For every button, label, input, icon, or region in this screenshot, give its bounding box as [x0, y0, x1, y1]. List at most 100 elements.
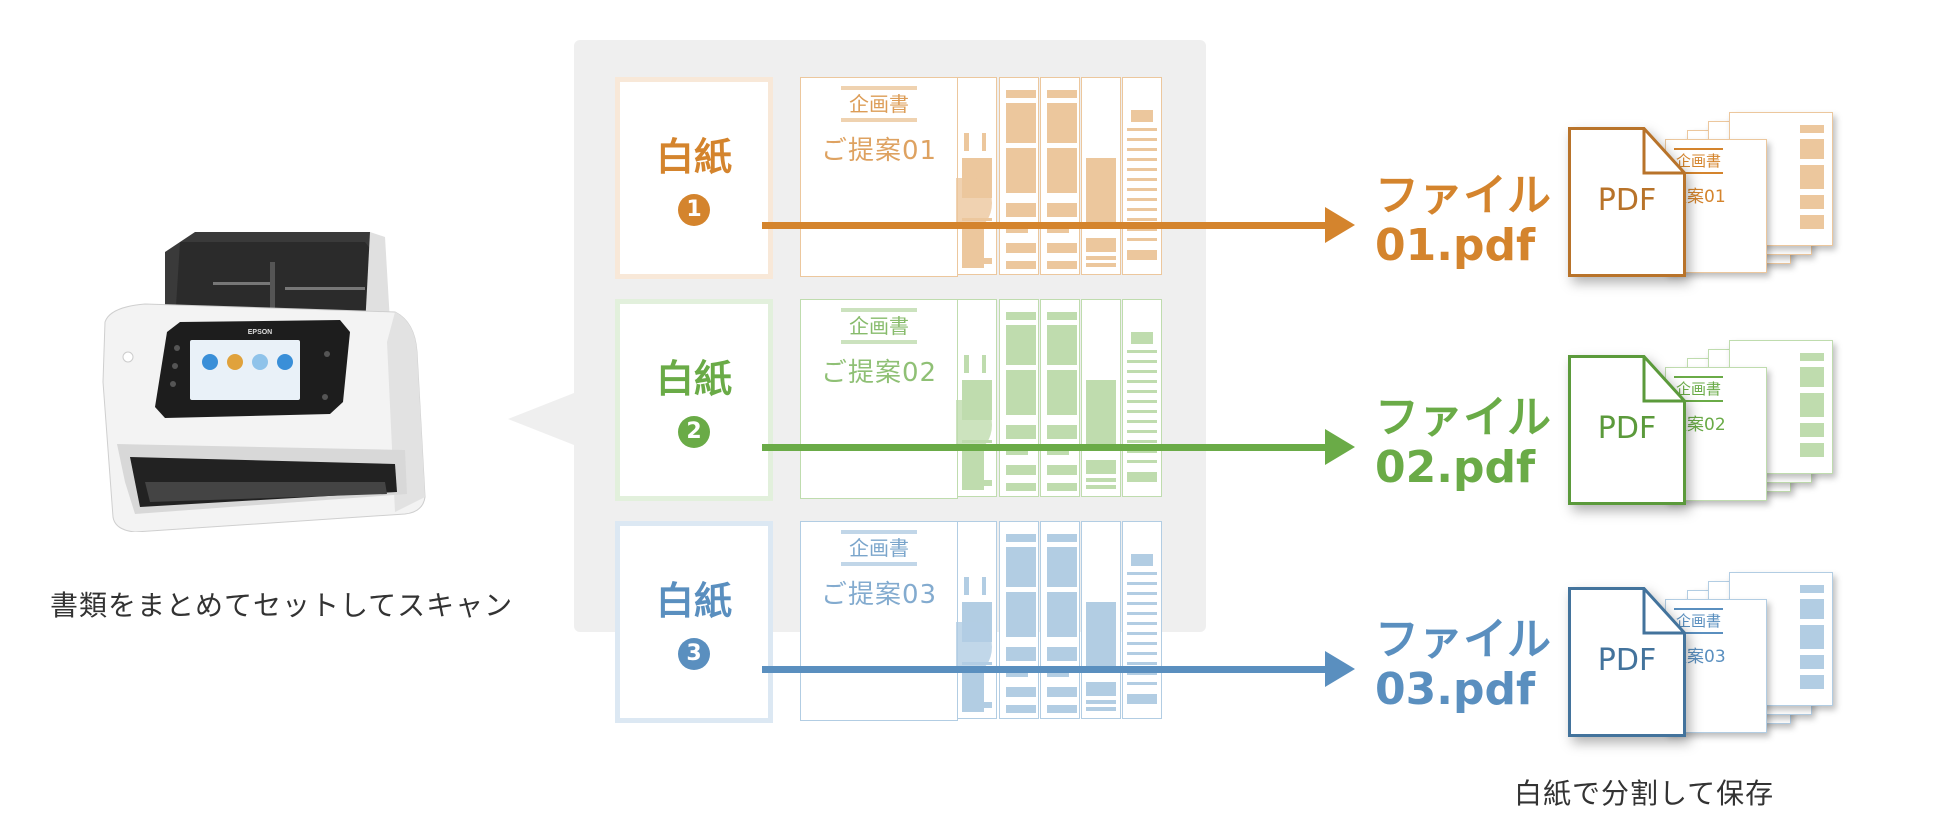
- caption-split-save: 白紙で分割して保存: [1514, 777, 1775, 810]
- document-page-strip: [1081, 77, 1121, 275]
- output-file-label: ファイル 02.pdf: [1375, 393, 1551, 493]
- document-cover-page: 企画書 ご提案03: [800, 521, 958, 721]
- page-content-block: [1127, 440, 1157, 443]
- blank-sheet-label: 白紙: [655, 135, 732, 179]
- arrow-head-icon: [1325, 429, 1355, 465]
- document-cover-page: 企画書 ご提案01: [800, 77, 958, 277]
- page-content-block: [1127, 198, 1157, 201]
- page-content-block: [1127, 450, 1157, 453]
- page-content-block: [1006, 547, 1036, 587]
- page-content-block: [1127, 632, 1157, 635]
- blank-separator-sheet: 白紙 1: [615, 77, 773, 279]
- page-content-block: [982, 133, 986, 151]
- sheet-number-badge: 2: [678, 416, 710, 448]
- page-content-block: [1047, 647, 1077, 661]
- page-content-block: [1127, 138, 1157, 141]
- page-content-block: [1127, 360, 1157, 363]
- pdf-file-group: 企画書 提案01 PDF: [1568, 112, 1868, 307]
- page-content-block: [1127, 582, 1157, 585]
- page-content-block: [1047, 203, 1077, 217]
- page-content-block: [1800, 215, 1824, 229]
- page-content-block: [962, 702, 992, 708]
- arrow-line: [762, 222, 1327, 229]
- blank-sheet-label: 白紙: [655, 579, 732, 623]
- page-content-block: [982, 577, 986, 595]
- page-content-block: [1047, 325, 1077, 365]
- document-subtitle: ご提案03: [820, 580, 938, 610]
- pie-chart-shape: [956, 400, 992, 450]
- arrow-line: [762, 666, 1327, 673]
- page-content-block: [1127, 622, 1157, 625]
- page-content-block: [1127, 612, 1157, 615]
- page-content-block: [1127, 652, 1157, 655]
- page-content-block: [1006, 261, 1036, 269]
- page-content-block: [1127, 572, 1157, 575]
- document-page-strip: [1040, 521, 1080, 719]
- page-content-block: [1047, 687, 1077, 697]
- page-content-block: [1127, 460, 1157, 463]
- document-page-strip: [999, 77, 1039, 275]
- page-content-block: [964, 577, 969, 595]
- page-content-block: [1006, 370, 1036, 415]
- page-content-block: [1006, 243, 1036, 253]
- output-file-label: ファイル 03.pdf: [1375, 615, 1551, 715]
- document-title: 企画書: [841, 530, 917, 566]
- page-content-block: [1800, 353, 1824, 361]
- page-content-block: [1047, 148, 1077, 193]
- pdf-file-icon: PDF: [1568, 127, 1686, 277]
- page-content-block: [1127, 128, 1157, 131]
- pdf-label: PDF: [1597, 411, 1657, 446]
- file-label-prefix: ファイル: [1375, 170, 1551, 221]
- page-content-block: [1086, 238, 1116, 252]
- output-file-label: ファイル 01.pdf: [1375, 171, 1551, 271]
- file-name: 02.pdf: [1375, 442, 1536, 493]
- page-content-block: [1800, 655, 1824, 669]
- page-content-block: [1006, 203, 1036, 217]
- page-content-block: [1800, 585, 1824, 593]
- pdf-file-group: 企画書 提案03 PDF: [1568, 572, 1868, 767]
- sheet-number-badge: 3: [678, 638, 710, 670]
- document-page-strip: [999, 299, 1039, 497]
- page-content-block: [1127, 208, 1157, 211]
- page-content-block: [1047, 534, 1077, 542]
- page-content-block: [1006, 325, 1036, 365]
- page-content-block: [1127, 420, 1157, 423]
- blank-separator-sheet: 白紙 3: [615, 521, 773, 723]
- page-content-block: [1800, 125, 1824, 133]
- document-page-strip: [1081, 521, 1121, 719]
- pdf-file-group: 企画書 提案02 PDF: [1568, 340, 1868, 535]
- pdf-page-title: 企画書: [1674, 376, 1724, 402]
- file-name: 01.pdf: [1375, 220, 1536, 271]
- page-content-block: [1006, 647, 1036, 661]
- page-content-block: [1086, 700, 1116, 704]
- page-content-block: [1006, 687, 1036, 697]
- page-content-block: [964, 355, 969, 373]
- callout-pointer: [508, 393, 574, 445]
- page-content-block: [1127, 602, 1157, 605]
- page-content-block: [1127, 430, 1157, 433]
- document-stack: 企画書 ご提案03: [800, 521, 1164, 721]
- page-content-block: [1127, 472, 1157, 482]
- page-content-block: [1006, 465, 1036, 475]
- page-content-block: [1800, 675, 1824, 689]
- page-content-block: [1086, 485, 1116, 489]
- page-content-block: [1127, 672, 1157, 675]
- page-content-block: [1047, 547, 1077, 587]
- page-content-block: [1800, 195, 1824, 209]
- page-content-block: [1800, 139, 1824, 159]
- blank-separator-sheet: 白紙 2: [615, 299, 773, 501]
- page-content-block: [962, 480, 992, 486]
- document-title: 企画書: [841, 308, 917, 344]
- page-content-block: [1800, 599, 1824, 619]
- pdf-file-icon: PDF: [1568, 587, 1686, 737]
- page-content-block: [1086, 256, 1116, 260]
- page-content-block: [1127, 380, 1157, 383]
- page-content-block: [1127, 188, 1157, 191]
- page-content-block: [982, 355, 986, 373]
- file-label-prefix: ファイル: [1375, 392, 1551, 443]
- page-content-block: [1800, 625, 1824, 649]
- page-content-block: [1006, 312, 1036, 320]
- page-content-block: [1047, 261, 1077, 269]
- pdf-label: PDF: [1597, 183, 1657, 218]
- document-page-strip: [1081, 299, 1121, 497]
